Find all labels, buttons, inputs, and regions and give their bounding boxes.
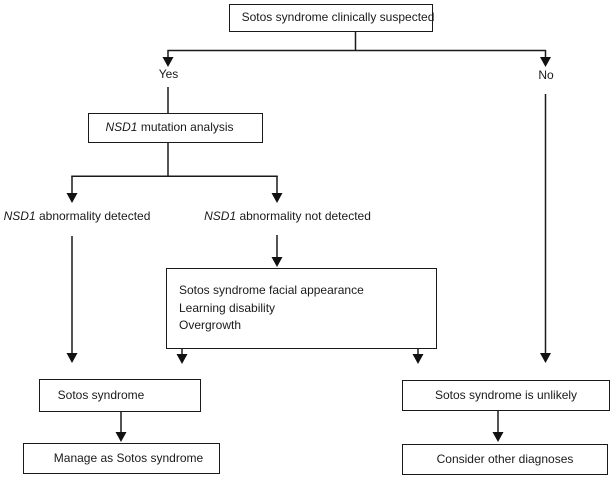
arrow-detected-to-sotos [66, 236, 78, 363]
label-abnormality-detected: NSD1 abnormality detected [3, 209, 151, 223]
node-clinical-criteria: Sotos syndrome facial appearance Learnin… [166, 268, 437, 349]
arrow-yes-branch [162, 50, 174, 67]
node-sotos-unlikely-label: Sotos syndrome is unlikely [434, 387, 578, 402]
connector-analysis-to-split [71, 143, 278, 177]
node-nsd1-mutation-analysis-label: NSD1 mutation analysis [105, 120, 234, 135]
arrow-no-branch [540, 50, 551, 67]
arrow-unlikely-to-consider [492, 411, 504, 442]
label-abnormality-not-detected: NSD1 abnormality not detected [195, 209, 380, 223]
arrow-sotos-to-manage [115, 412, 127, 442]
node-sotos-unlikely: Sotos syndrome is unlikely [402, 380, 610, 411]
node-nsd1-mutation-analysis: NSD1 mutation analysis [88, 113, 263, 143]
arrow-no-to-unlikely [540, 94, 551, 363]
node-manage-as-sotos: Manage as Sotos syndrome [23, 443, 220, 474]
label-abnormality-detected-text: NSD1 abnormality detected [3, 209, 151, 223]
node-manage-as-sotos-label: Manage as Sotos syndrome [53, 450, 204, 465]
node-consider-other-diagnoses: Consider other diagnoses [402, 444, 608, 475]
criteria-line-overgrowth: Overgrowth [179, 318, 242, 332]
node-sotos-syndrome: Sotos syndrome [39, 379, 201, 412]
branch-label-no: No [538, 68, 554, 82]
arrow-notdetected-to-criteria [271, 235, 283, 267]
arrow-split-right [271, 176, 283, 203]
arrow-criteria-out-right [412, 349, 424, 364]
node-clinically-suspected: Sotos syndrome clinically suspected [229, 4, 435, 32]
criteria-line-facial-appearance: Sotos syndrome facial appearance [179, 283, 364, 297]
node-clinically-suspected-label: Sotos syndrome clinically suspected [241, 10, 435, 25]
criteria-line-learning-disability: Learning disability [179, 300, 276, 315]
branch-label-yes: Yes [158, 67, 179, 81]
arrow-split-left [66, 176, 78, 203]
node-consider-other-diagnoses-label: Consider other diagnoses [436, 451, 574, 466]
node-sotos-syndrome-label: Sotos syndrome [57, 387, 145, 402]
arrow-criteria-out-left [176, 349, 188, 364]
label-abnormality-not-detected-text: NSD1 abnormality not detected [204, 209, 371, 223]
